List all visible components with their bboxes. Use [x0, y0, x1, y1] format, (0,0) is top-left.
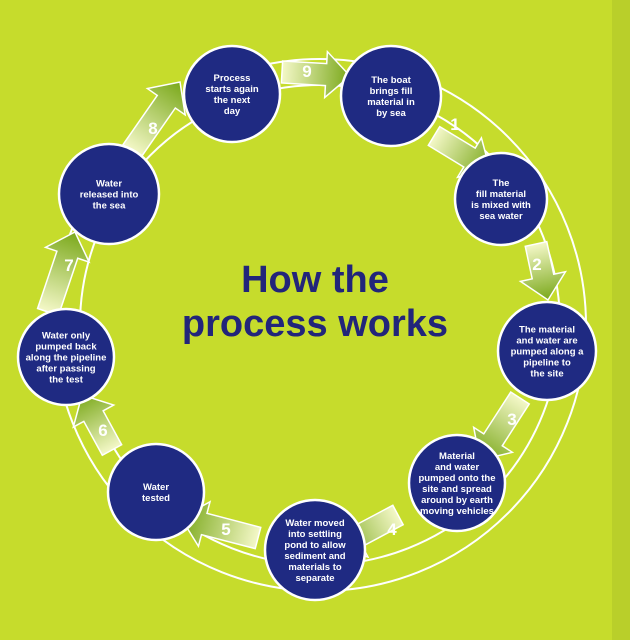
diagram-title: How the process works — [182, 259, 448, 345]
arrow-shape — [280, 49, 352, 100]
step-circle — [453, 151, 549, 247]
step-text-line: separate — [295, 573, 334, 584]
step-number-4: 4 — [387, 520, 397, 539]
step-circle — [263, 498, 367, 602]
step-text-line: Water — [143, 482, 169, 493]
step-circle — [182, 44, 282, 144]
step-number-9: 9 — [302, 62, 311, 81]
step-number-3: 3 — [507, 410, 516, 429]
step-text-line: the sea — [93, 201, 126, 212]
step-text-line: along the pipeline — [26, 353, 107, 364]
step-text-line: by sea — [376, 108, 406, 119]
arrow-shape — [518, 240, 568, 302]
step-number-5: 5 — [221, 520, 230, 539]
step-text-line: released into — [80, 190, 139, 201]
step-number-6: 6 — [98, 421, 107, 440]
arrow-8 — [121, 81, 187, 159]
step-text-line: The — [493, 178, 510, 189]
step-number-8: 8 — [148, 119, 157, 138]
step-text-line: materials to — [288, 562, 342, 573]
step-text-line: and water are — [516, 336, 577, 347]
step-circle — [16, 307, 116, 407]
step-number-7: 7 — [64, 256, 73, 275]
step-text-line: pumped back — [35, 342, 97, 353]
step-text-line: fill material — [476, 189, 526, 200]
step-text-line: sediment and — [284, 551, 345, 562]
step-text-line: Material — [439, 451, 475, 462]
step-circle — [339, 44, 443, 148]
arrows — [36, 49, 568, 559]
step-text-line: The material — [519, 325, 575, 336]
step-text-line: pumped onto the — [418, 473, 495, 484]
step-text-line: the next — [214, 95, 251, 106]
step-text-line: pipeline to — [523, 358, 571, 369]
step-text-line: the site — [530, 369, 563, 380]
step-text-line: The boat — [371, 75, 411, 86]
step-text-line: Water only — [42, 331, 91, 342]
step-number-2: 2 — [532, 255, 541, 274]
step-text-line: material in — [367, 97, 415, 108]
step-text-line: the test — [49, 375, 84, 386]
step-number-1: 1 — [450, 115, 459, 134]
step-text-line: Water — [96, 179, 122, 190]
step-circle — [57, 142, 161, 246]
step-text-line: pond to allow — [284, 540, 346, 551]
step-text-line: into settling — [288, 529, 342, 540]
step-text-line: day — [224, 106, 241, 117]
step-circle — [106, 442, 206, 542]
step-text-line: brings fill — [370, 86, 413, 97]
arrow-2 — [518, 240, 568, 302]
step-text-line: Water moved — [285, 518, 344, 529]
arrow-7 — [36, 230, 91, 317]
step-text-line: moving vehicles — [420, 506, 494, 517]
step-text-line: around by earth — [421, 495, 493, 506]
step-text-line: after passing — [36, 364, 95, 375]
step-circle — [407, 433, 507, 533]
arrow-9 — [280, 49, 352, 100]
step-text-line: starts again — [205, 84, 259, 95]
title-line-2: process works — [182, 303, 448, 345]
title-line-1: How the — [241, 259, 389, 301]
step-text-line: is mixed with — [471, 200, 531, 211]
step-text-line: and water — [435, 462, 480, 473]
arrow-6 — [72, 394, 123, 457]
step-text-line: sea water — [479, 211, 523, 222]
step-text-line: Process — [214, 73, 251, 84]
step-text-line: site and spread — [422, 484, 492, 495]
arrow-shape — [72, 394, 123, 457]
step-circle — [496, 300, 598, 402]
step-text-line: pumped along a — [511, 347, 585, 358]
step-text-line: tested — [142, 493, 170, 504]
arrow-shape — [36, 230, 91, 317]
arrow-shape — [121, 81, 187, 159]
